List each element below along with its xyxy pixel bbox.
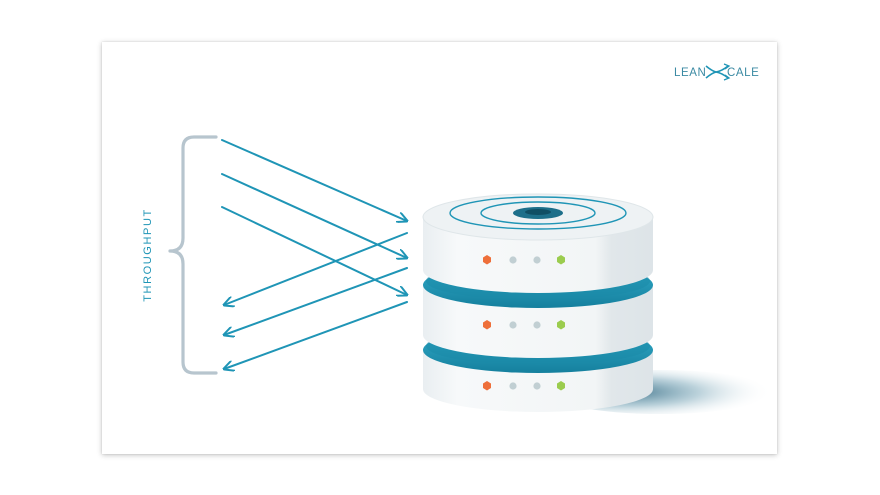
- leanxcale-logo: LEAN CALE: [674, 63, 759, 81]
- request-arrow-1: [221, 139, 407, 221]
- status-led-green: [557, 255, 565, 265]
- request-response-arrows: [221, 139, 408, 369]
- logo-text-left: LEAN: [674, 67, 706, 79]
- led-row-middle: [483, 320, 565, 330]
- led-row-bottom: [483, 381, 565, 391]
- status-led-green: [557, 381, 565, 391]
- request-arrow-2: [221, 173, 407, 258]
- logo-text-right: CALE: [727, 67, 759, 79]
- request-arrow-3: [221, 206, 407, 295]
- status-led-gray: [533, 382, 541, 390]
- led-row-top: [483, 255, 565, 265]
- status-led-orange: [483, 255, 491, 265]
- status-led-orange: [483, 320, 491, 330]
- status-led-gray: [533, 256, 541, 264]
- response-arrow-1: [224, 232, 408, 305]
- status-led-orange: [483, 381, 491, 391]
- status-led-gray: [509, 256, 517, 264]
- status-led-gray: [533, 321, 541, 329]
- x-arrows-logo-mark-icon: [705, 63, 731, 81]
- database-stack-icon: [422, 193, 772, 414]
- curly-brace-icon: [168, 135, 218, 375]
- status-led-gray: [509, 321, 517, 329]
- response-arrow-3: [224, 301, 408, 369]
- database-disk-top: [422, 193, 654, 293]
- status-led-gray: [509, 382, 517, 390]
- status-led-green: [557, 320, 565, 330]
- response-arrow-2: [224, 267, 408, 335]
- throughput-label: THROUGHPUT: [142, 208, 154, 302]
